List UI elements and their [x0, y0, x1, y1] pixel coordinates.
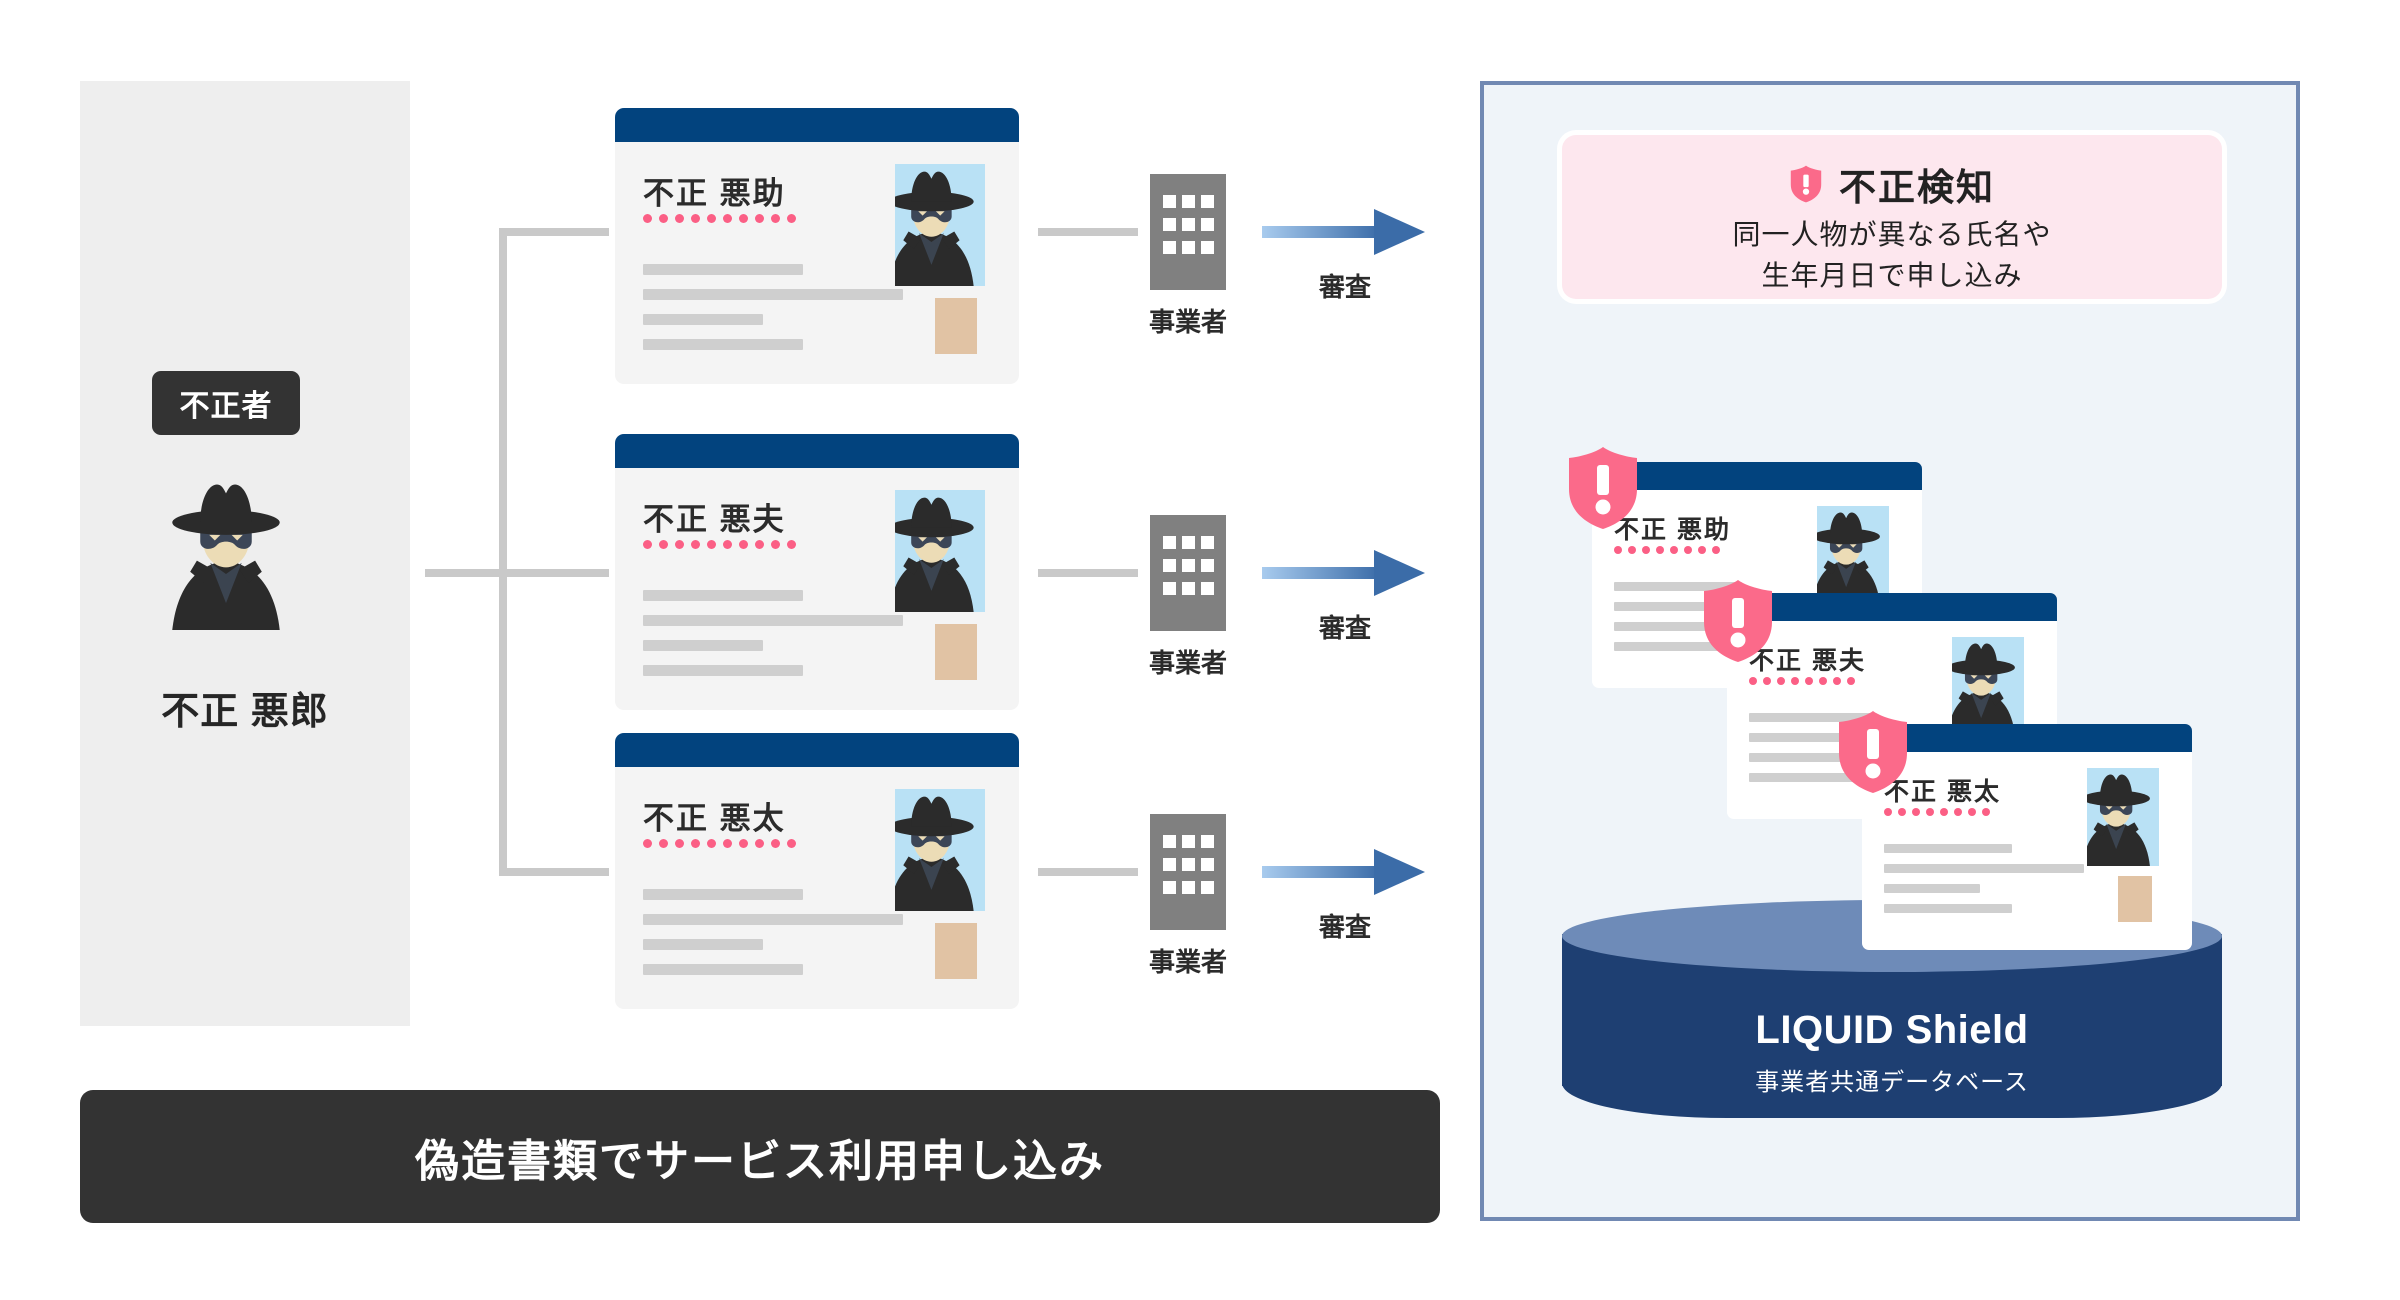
review-label: 審査 [1318, 613, 1371, 643]
alert-body-line-2: 生年月日で申し込み [1761, 259, 2023, 291]
operator-building-icon [1150, 515, 1226, 631]
alert-body-line-1: 同一人物が異なる氏名や [1732, 219, 2052, 250]
alert-title: 不正検知 [1839, 167, 1995, 208]
placeholder-text-lines [643, 264, 903, 364]
applicant-name: 不正 悪太 [643, 801, 786, 836]
operator-label: 事業者 [1148, 947, 1227, 977]
card-header-bar [615, 434, 1019, 468]
ic-chip-icon [935, 923, 977, 979]
thief-avatar-icon [170, 480, 282, 630]
thief-photo-icon [895, 164, 985, 286]
card-header-bar [615, 108, 1019, 142]
operator-building-icon [1150, 174, 1226, 290]
masked-id-dots [1749, 677, 1855, 685]
card-header-bar [615, 733, 1019, 767]
detected-card[interactable]: 不正 悪太 [1862, 724, 2192, 950]
detected-card-name: 不正 悪太 [1884, 778, 2001, 806]
operator-label: 事業者 [1148, 648, 1227, 678]
card-header-bar [1727, 593, 2057, 621]
thief-photo-icon [895, 490, 985, 612]
ic-chip-icon [935, 298, 977, 354]
masked-id-dots [1614, 546, 1720, 554]
connector-card-operator-2 [1038, 569, 1138, 577]
thief-photo-icon [895, 789, 985, 911]
placeholder-text-lines [1884, 844, 2084, 924]
bottom-banner: 偽造書類でサービス利用申し込み [80, 1090, 1440, 1223]
placeholder-text-lines [643, 590, 903, 690]
connector-stem [425, 569, 507, 577]
applicant-name: 不正 悪助 [643, 176, 786, 211]
masked-id-dots [1884, 808, 1990, 816]
card-header-bar [1862, 724, 2192, 752]
fraudster-name: 不正 悪郎 [161, 691, 329, 733]
database-title: LIQUID Shield [1755, 1008, 2029, 1052]
connector-branch-2 [499, 569, 609, 577]
database-cylinder-icon: LIQUID Shield 事業者共通データベース [1562, 900, 2222, 1118]
thief-photo-icon [1817, 506, 1889, 604]
review-label: 審査 [1318, 272, 1371, 302]
role-badge: 不正者 [152, 371, 300, 435]
card-header-bar [1592, 462, 1922, 490]
masked-id-dots [643, 839, 796, 848]
masked-id-dots [643, 214, 796, 223]
shield-alert-icon [1789, 164, 1823, 204]
detected-card-name: 不正 悪夫 [1749, 647, 1866, 675]
connector-card-operator-3 [1038, 868, 1138, 876]
applicant-name: 不正 悪夫 [643, 502, 786, 537]
detected-card-name: 不正 悪助 [1614, 516, 1731, 544]
thief-photo-icon [1952, 637, 2024, 735]
connector-branch-1 [499, 228, 609, 236]
shield-alert-icon [1565, 445, 1641, 531]
thief-photo-icon [2087, 768, 2159, 866]
shield-alert-icon [1835, 709, 1911, 795]
operator-building-icon [1150, 814, 1226, 930]
arrow-right-icon [1262, 207, 1427, 257]
ic-chip-icon [935, 624, 977, 680]
application-card[interactable]: 不正 悪夫 [615, 434, 1019, 710]
application-card[interactable]: 不正 悪太 [615, 733, 1019, 1009]
masked-id-dots [643, 540, 796, 549]
application-card[interactable]: 不正 悪助 [615, 108, 1019, 384]
shield-alert-icon [1700, 578, 1776, 664]
connector-trunk [499, 228, 507, 876]
arrow-right-icon [1262, 548, 1427, 598]
review-label: 審査 [1318, 912, 1371, 942]
connector-branch-3 [499, 868, 609, 876]
operator-label: 事業者 [1148, 307, 1227, 337]
arrow-right-icon [1262, 847, 1427, 897]
ic-chip-icon [2118, 876, 2152, 922]
fraud-alert-box: 不正検知 同一人物が異なる氏名や 生年月日で申し込み [1562, 135, 2222, 299]
database-subtitle: 事業者共通データベース [1755, 1069, 2029, 1096]
placeholder-text-lines [643, 889, 903, 989]
connector-card-operator-1 [1038, 228, 1138, 236]
alert-body: 同一人物が異なる氏名や 生年月日で申し込み [1562, 215, 2222, 296]
